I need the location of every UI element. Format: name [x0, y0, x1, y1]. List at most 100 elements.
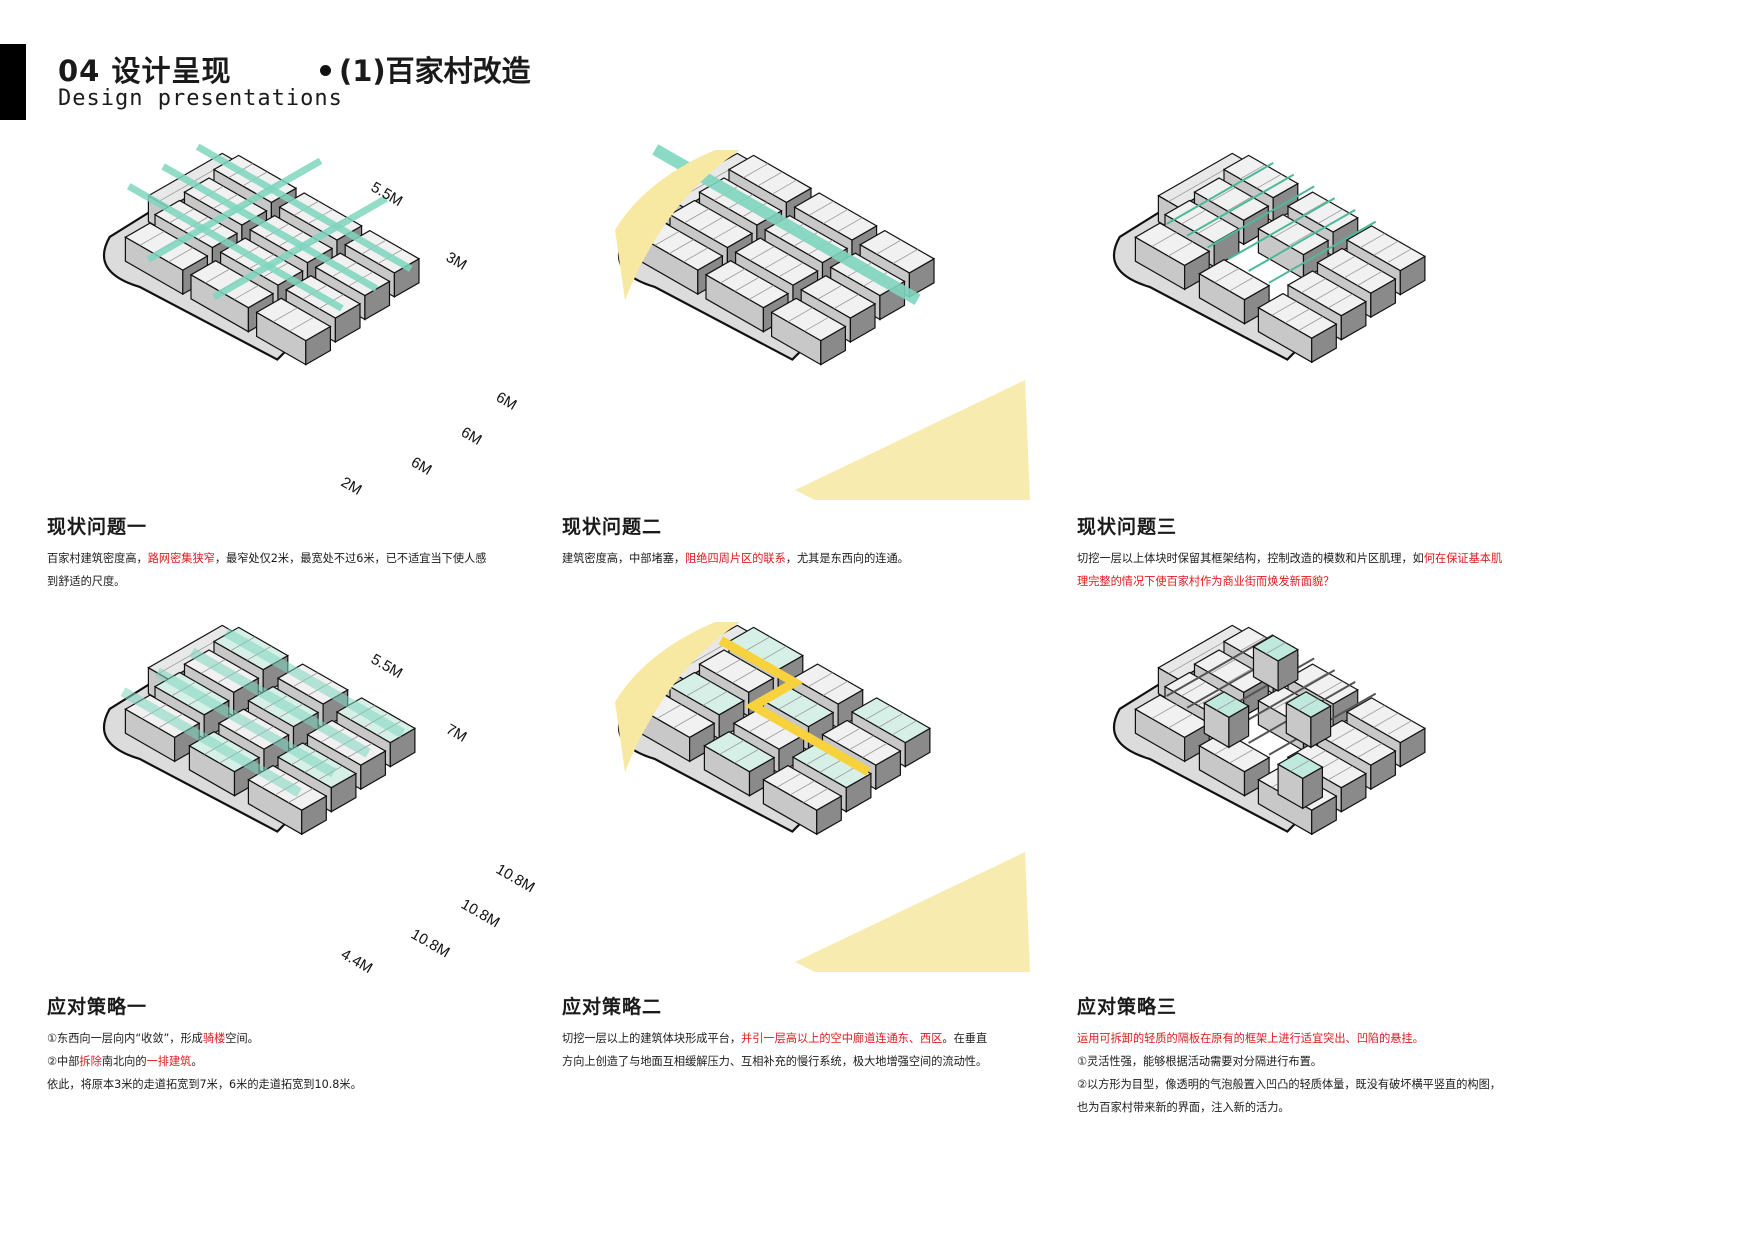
building-block	[1203, 691, 1250, 749]
caption-text: 方向上创造了与地面互相缓解压力、互相补充的慢行系统，极大地增强空间的流动性。	[562, 1055, 988, 1068]
surrounding-area	[795, 380, 1030, 500]
caption-line: ②中部拆除南北向的一排建筑。	[47, 1050, 547, 1073]
building-block	[1285, 691, 1332, 749]
diagram-panel-5	[555, 622, 1035, 972]
caption-5: 应对策略二切挖一层以上的建筑体块形成平台，并引一层高以上的空中廊道连通东、西区。…	[562, 992, 1062, 1073]
building-block	[1286, 270, 1368, 341]
arcade-highlight	[223, 628, 406, 738]
section-title: (1)百家村改造	[320, 48, 531, 90]
caption-text: 。	[191, 1055, 203, 1068]
frame-structure	[1227, 197, 1336, 261]
caption-line: 也为百家村带来新的界面，注入新的活力。	[1077, 1096, 1577, 1119]
dimension-label: 6M	[408, 454, 435, 479]
caption-line: 百家村建筑密度高，路网密集狭窄，最窄处仅2米，最宽处不过6米，已不适宜当下使人感	[47, 547, 547, 570]
frame-structure	[1268, 220, 1377, 284]
caption-text: 依此，将原本3米的走道拓宽到7米，6米的走道拓宽到10.8米。	[47, 1078, 362, 1091]
highlight-text: 阻绝四周片区的联系	[685, 552, 786, 565]
building-block	[762, 764, 843, 836]
caption-text: ，尤其是东西向的连通。	[785, 552, 909, 565]
caption-line: 运用可拆卸的轻质的隔板在原有的框架上进行适宜突出、凹陷的悬挂。	[1077, 1027, 1577, 1050]
caption-text: 也为百家村带来新的界面，注入新的活力。	[1077, 1101, 1290, 1114]
building-block	[1257, 292, 1338, 364]
diagram-panel-6	[1050, 622, 1530, 972]
building-block	[1257, 213, 1330, 280]
caption-text: ②以方形为目型，像透明的气泡般置入凹凸的轻质体量，既没有破坏横平竖直的构图，	[1077, 1078, 1501, 1091]
building-block	[255, 297, 332, 366]
caption-text: 南北向的	[101, 1055, 147, 1068]
building-block	[1198, 731, 1271, 797]
frame-structure	[1207, 185, 1315, 249]
caption-text: 百家村建筑密度高，	[47, 552, 148, 565]
highlight-text: 路网密集狭窄	[147, 552, 215, 565]
building-block	[703, 731, 776, 797]
dimension-label: 5.5M	[368, 651, 405, 682]
caption-text: 切挖一层以上的建筑体块形成平台，	[562, 1032, 742, 1045]
caption-line: 方向上创造了与地面互相缓解压力、互相补充的慢行系统，极大地增强空间的流动性。	[562, 1050, 1062, 1073]
caption-1: 现状问题一百家村建筑密度高，路网密集狭窄，最窄处仅2米，最宽处不过6米，已不适宜…	[47, 512, 547, 593]
caption-text: ②中部	[47, 1055, 80, 1068]
dimension-label: 10.8M	[493, 861, 538, 897]
section-title-text: (1)百家村改造	[339, 54, 531, 88]
caption-text: ，最窄处仅2米，最宽处不过6米，已不适宜当下使人感	[214, 552, 487, 565]
highlight-text: 运用可拆卸的轻质的隔板在原有的框架上进行适宜突出、凹陷的悬挂。	[1077, 1032, 1424, 1045]
caption-text: 空间。	[225, 1032, 259, 1045]
caption-text: ①灵活性强，能够根据活动需要对分隔进行布置。	[1077, 1055, 1322, 1068]
highlight-text: 一排建筑	[146, 1055, 192, 1068]
page-title-cn: 04 设计呈现	[58, 54, 232, 88]
caption-line: ②以方形为目型，像透明的气泡般置入凹凸的轻质体量，既没有破坏横平竖直的构图，	[1077, 1073, 1577, 1096]
road-arrow	[126, 183, 344, 312]
river-area	[615, 622, 740, 772]
dimension-label: 10.8M	[408, 926, 453, 962]
dimension-label: 10.8M	[458, 896, 503, 932]
caption-text: 。在垂直	[942, 1032, 988, 1045]
caption-line: 切挖一层以上体块时保留其框架结构，控制改造的模数和片区肌理，如何在保证基本肌	[1077, 547, 1577, 570]
highlight-text: 骑楼	[202, 1032, 226, 1045]
isometric-model	[617, 624, 932, 836]
caption-6: 应对策略三运用可拆卸的轻质的隔板在原有的框架上进行适宜突出、凹陷的悬挂。 ①灵活性…	[1077, 992, 1577, 1119]
caption-title: 应对策略二	[562, 996, 663, 1018]
caption-title: 应对策略三	[1077, 996, 1178, 1018]
building-block	[1198, 259, 1271, 325]
caption-line: 依此，将原本3米的走道拓宽到7米，6米的走道拓宽到10.8米。	[47, 1073, 547, 1096]
dimension-label: 2M	[338, 474, 365, 499]
caption-2: 现状问题二建筑密度高，中部堵塞，阻绝四周片区的联系，尤其是东西向的连通。	[562, 512, 1062, 570]
caption-line: 建筑密度高，中部堵塞，阻绝四周片区的联系，尤其是东西向的连通。	[562, 547, 1062, 570]
caption-text: 到舒适的尺度。	[47, 575, 126, 588]
highlight-text: 并引一层高以上的空中廊道连通东、西区	[741, 1032, 943, 1045]
arcade-highlight	[189, 647, 371, 758]
dimension-label: 3M	[443, 249, 470, 274]
caption-line: 切挖一层以上的建筑体块形成平台，并引一层高以上的空中廊道连通东、西区。在垂直	[562, 1027, 1062, 1050]
caption-title: 现状问题一	[47, 516, 148, 538]
caption-line: ①东西向一层向内“收敛”，形成骑楼空间。	[47, 1027, 547, 1050]
building-block	[639, 222, 724, 296]
diagram-panel-3	[1050, 150, 1530, 500]
dimension-label: 4.4M	[338, 946, 375, 977]
building-block	[1134, 222, 1211, 291]
isometric-model	[102, 624, 417, 836]
caption-3: 现状问题三切挖一层以上体块时保留其框架结构，控制改造的模数和片区肌理，如何在保证…	[1077, 512, 1577, 593]
dimension-label: 6M	[458, 424, 485, 449]
highlight-text: 何在保证基本肌	[1423, 552, 1503, 565]
highlight-text: 理完整的情况下使百家村作为商业街而焕发新面貌？	[1077, 575, 1335, 588]
caption-line: 理完整的情况下使百家村作为商业街而焕发新面貌？	[1077, 570, 1577, 593]
dimension-label: 7M	[443, 721, 470, 746]
caption-line: ①灵活性强，能够根据活动需要对分隔进行布置。	[1077, 1050, 1577, 1073]
building-block	[770, 297, 847, 366]
dimension-label: 6M	[493, 389, 520, 414]
river-area	[615, 150, 740, 300]
caption-text: 切挖一层以上体块时保留其框架结构，控制改造的模数和片区肌理，如	[1077, 552, 1424, 565]
arcade-highlight	[154, 667, 337, 778]
caption-title: 现状问题二	[562, 516, 663, 538]
isometric-model	[1112, 624, 1427, 836]
caption-title: 现状问题三	[1077, 516, 1178, 538]
caption-line: 到舒适的尺度。	[47, 570, 547, 593]
caption-text: 建筑密度高，中部堵塞，	[562, 552, 686, 565]
highlight-text: 拆除	[79, 1055, 102, 1068]
diagram-panel-2	[555, 144, 1035, 500]
building-block	[1134, 694, 1211, 763]
frame-structure	[1166, 162, 1274, 225]
road-arrow	[146, 157, 323, 263]
caption-title: 应对策略一	[47, 996, 148, 1018]
